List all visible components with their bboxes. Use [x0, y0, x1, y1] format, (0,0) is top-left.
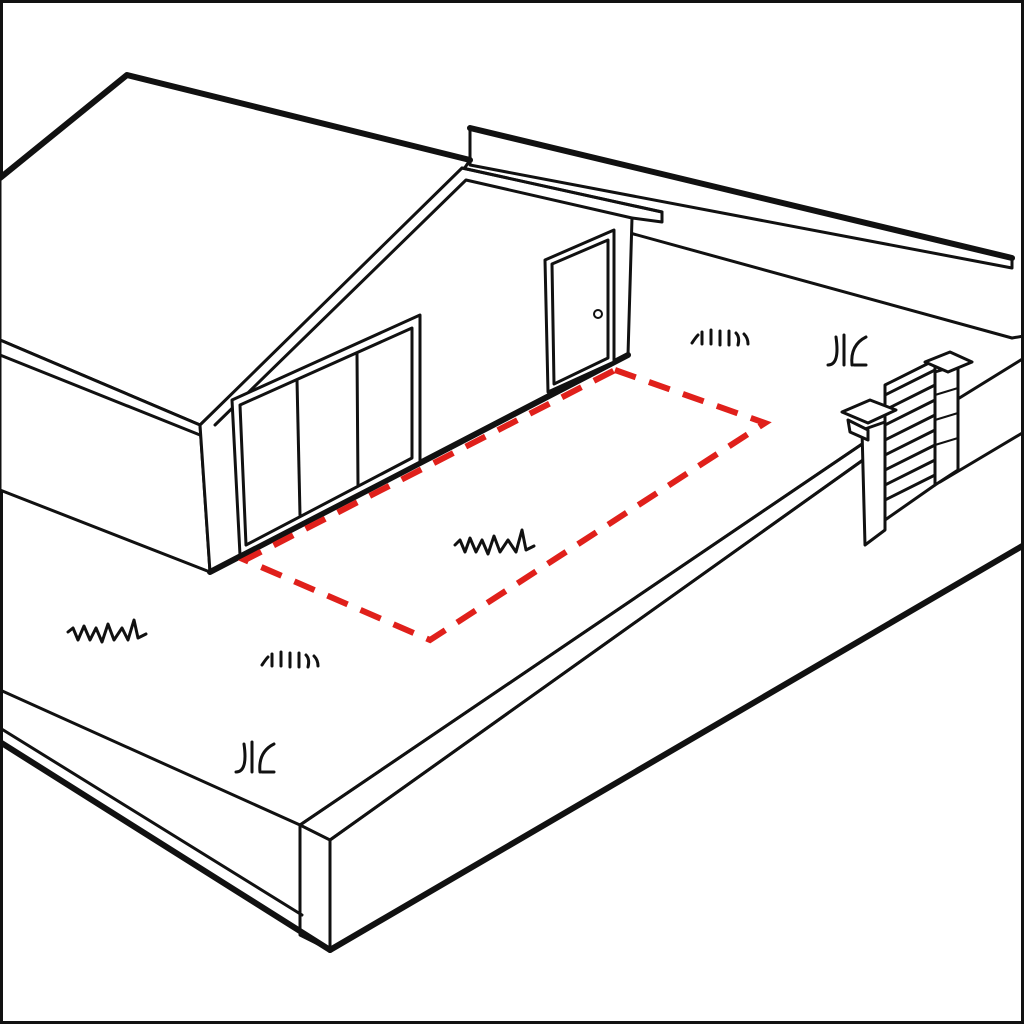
back-fence — [467, 125, 1015, 340]
grass-tufts — [66, 328, 868, 774]
front-wall — [0, 438, 1024, 953]
gate-post-left — [840, 398, 898, 547]
grass-tuft-icon — [260, 650, 320, 669]
back-door — [543, 228, 616, 394]
sliding-doors — [230, 313, 422, 557]
grass-tuft-icon — [826, 333, 868, 367]
grass-tuft-icon — [66, 618, 148, 644]
marked-extension-area — [237, 366, 772, 644]
grass-tuft-icon — [453, 528, 536, 556]
garden-gate — [840, 350, 974, 547]
grass-tuft-icon — [690, 328, 750, 347]
door-knob-icon — [593, 309, 603, 319]
gate-post-right — [923, 350, 974, 487]
grass-tuft-icon — [234, 740, 276, 774]
